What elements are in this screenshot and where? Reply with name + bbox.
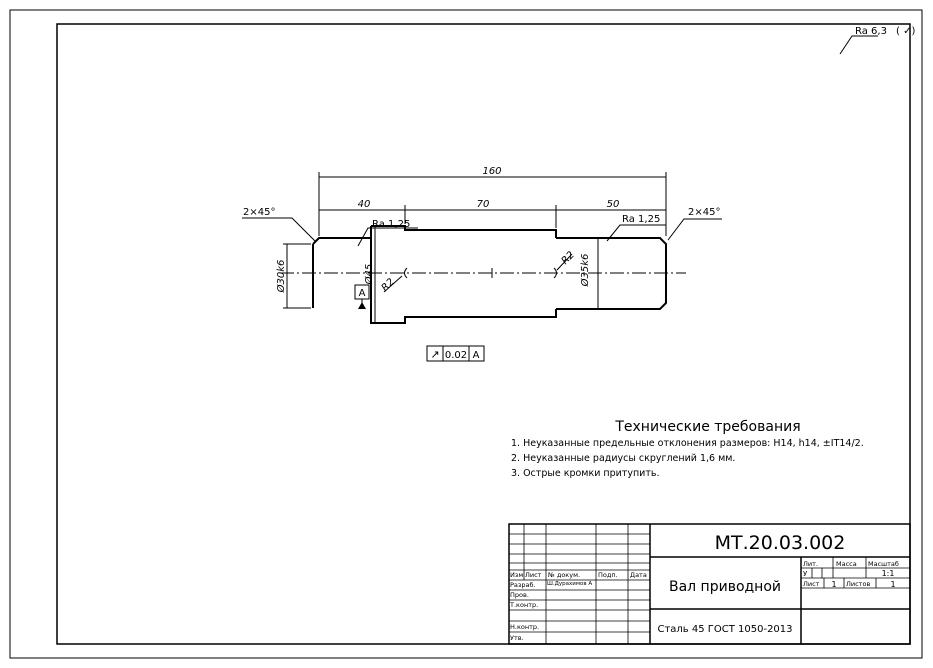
radius-right-leader — [556, 253, 573, 271]
technical-requirements: Технические требования 1. Неуказанные пр… — [511, 419, 864, 479]
col-header-sign: Подп. — [598, 571, 618, 579]
title-block-border — [508, 523, 911, 645]
col-header-doc: № докум. — [547, 571, 580, 579]
role-tech-control: Т.контр. — [509, 601, 538, 609]
collar-top — [371, 225, 557, 238]
role-checker: Пров. — [510, 591, 529, 599]
fillet-left — [404, 267, 408, 279]
title-block-text: МТ.20.03.002 Вал приводной Сталь 45 ГОСТ… — [509, 532, 899, 642]
requirement-item: 1. Неуказанные предельные отклонения раз… — [511, 438, 864, 449]
chamfer-left-leader — [242, 217, 317, 243]
tolerance-value: 0.02 — [445, 350, 467, 361]
col-header-list: Лист — [525, 571, 542, 579]
runout-icon: ↗ — [430, 348, 439, 361]
role-approver: Утв. — [510, 634, 524, 642]
requirement-item: 3. Острые кромки притупить. — [511, 468, 660, 479]
datum-triangle — [358, 302, 366, 309]
collar-bottom — [370, 226, 557, 324]
sheets-label: Листов — [846, 580, 870, 588]
sheets-value: 1 — [890, 580, 895, 589]
left-journal-top — [312, 237, 371, 245]
tolerance-frame: ↗ 0.02 A — [426, 345, 485, 362]
fillet-right — [553, 267, 557, 279]
dim-right-diameter-text: Ø35k6 — [579, 254, 591, 288]
roughness-leader — [839, 35, 878, 55]
dim-left-diameter-text: Ø30k6 — [275, 260, 287, 294]
roughness-right-text: Ra 1,25 — [622, 214, 660, 225]
col-header-izm: Изм — [510, 571, 523, 579]
lit-value: У — [803, 570, 808, 578]
dim-total-text: 160 — [482, 166, 501, 177]
info-grid — [801, 557, 910, 589]
col-header-date: Дата — [630, 571, 647, 579]
developer-name: Ш.Дурахимов А — [547, 581, 592, 587]
sheet-value: 1 — [831, 580, 836, 589]
chamfer-right-text: 2×45° — [688, 207, 720, 218]
part-name: Вал приводной — [669, 579, 781, 595]
requirement-item: 2. Неуказанные радиусы скруглений 1,6 мм… — [511, 453, 735, 464]
general-roughness-text: Ra 6,3 — [855, 26, 887, 37]
dim-collar-diameter-text: Ø45 — [363, 264, 375, 286]
dimension-lines — [286, 176, 666, 323]
radius-left-leader — [383, 275, 403, 293]
requirements-title: Технические требования — [614, 419, 800, 435]
designation: МТ.20.03.002 — [715, 532, 846, 554]
tolerance-box — [426, 345, 485, 362]
sheet-frame — [56, 23, 911, 645]
sheet-outer-border — [9, 9, 923, 659]
title-block — [508, 523, 911, 645]
roughness-left-text: Ra 1,25 — [372, 219, 410, 230]
lit-label: Лит. — [803, 560, 818, 568]
material: Сталь 45 ГОСТ 1050-2013 — [657, 624, 792, 635]
scale-label: Масштаб — [868, 560, 899, 568]
dim-middle-text: 70 — [477, 199, 490, 210]
datum-marker: A — [354, 284, 370, 309]
chamfer-left-text: 2×45° — [243, 207, 275, 218]
role-developer: Разраб. — [510, 581, 536, 589]
datum-label: A — [359, 288, 366, 299]
mass-label: Масса — [836, 560, 857, 568]
general-roughness: Ra 6,3 ( ✓) — [839, 26, 915, 55]
dim-right-text: 50 — [607, 199, 620, 210]
roughness-right-leader — [606, 224, 666, 242]
dim-left-text: 40 — [358, 199, 371, 210]
chamfer-right-leader — [667, 218, 722, 241]
scale-value: 1:1 — [882, 569, 895, 578]
role-norm-control: Н.контр. — [510, 623, 539, 631]
tolerance-datum: A — [473, 350, 480, 361]
revision-grid — [509, 524, 650, 644]
radius-left-text: R2 — [380, 277, 397, 294]
sheet-label: Лист — [803, 580, 820, 588]
general-roughness-suffix: ( ✓) — [896, 26, 915, 37]
extension-lines — [283, 172, 667, 309]
roughness-left-leader — [357, 227, 418, 247]
